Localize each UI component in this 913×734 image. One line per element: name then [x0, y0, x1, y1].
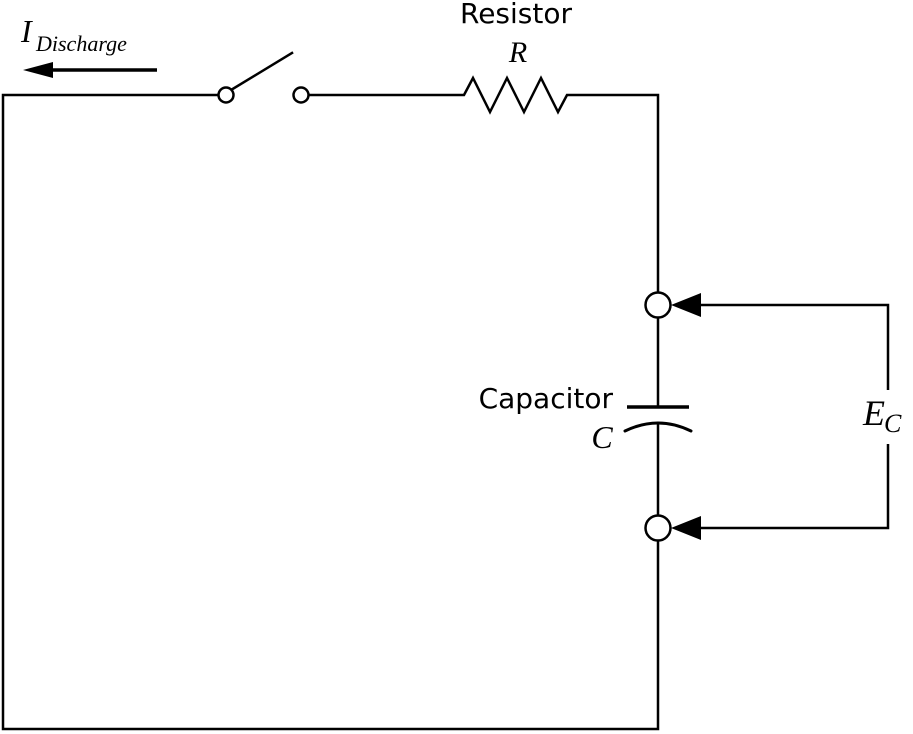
- capacitor-terminal-top-icon: [644, 291, 672, 319]
- voltage-sense-arrow-bottom-icon: [671, 516, 701, 540]
- discharge-current-subscript: Discharge: [35, 31, 127, 56]
- resistor-symbol-label: R: [508, 36, 527, 69]
- voltage-sense-arrow-top-icon: [671, 293, 701, 317]
- capacitor-label: Capacitor: [479, 382, 614, 415]
- switch-contact-left-icon: [217, 86, 235, 104]
- capacitor-voltage-symbol: E: [862, 393, 885, 433]
- switch-blade-icon: [229, 51, 294, 92]
- resistor-label: Resistor: [460, 0, 572, 30]
- capacitor-symbol-label: C: [591, 419, 613, 455]
- discharge-current-arrow-icon: [23, 62, 53, 78]
- resistor-symbol-wire: [307, 75, 660, 407]
- voltage-label-background: [857, 390, 907, 444]
- discharge-current-symbol: I: [20, 13, 33, 49]
- capacitor-bottom-plate-icon: [623, 421, 693, 433]
- switch-contact-right-icon: [292, 86, 310, 104]
- capacitor-voltage-subscript: C: [884, 409, 902, 438]
- capacitor-terminal-bottom-icon: [644, 514, 672, 542]
- main-loop-wire: [1, 93, 660, 731]
